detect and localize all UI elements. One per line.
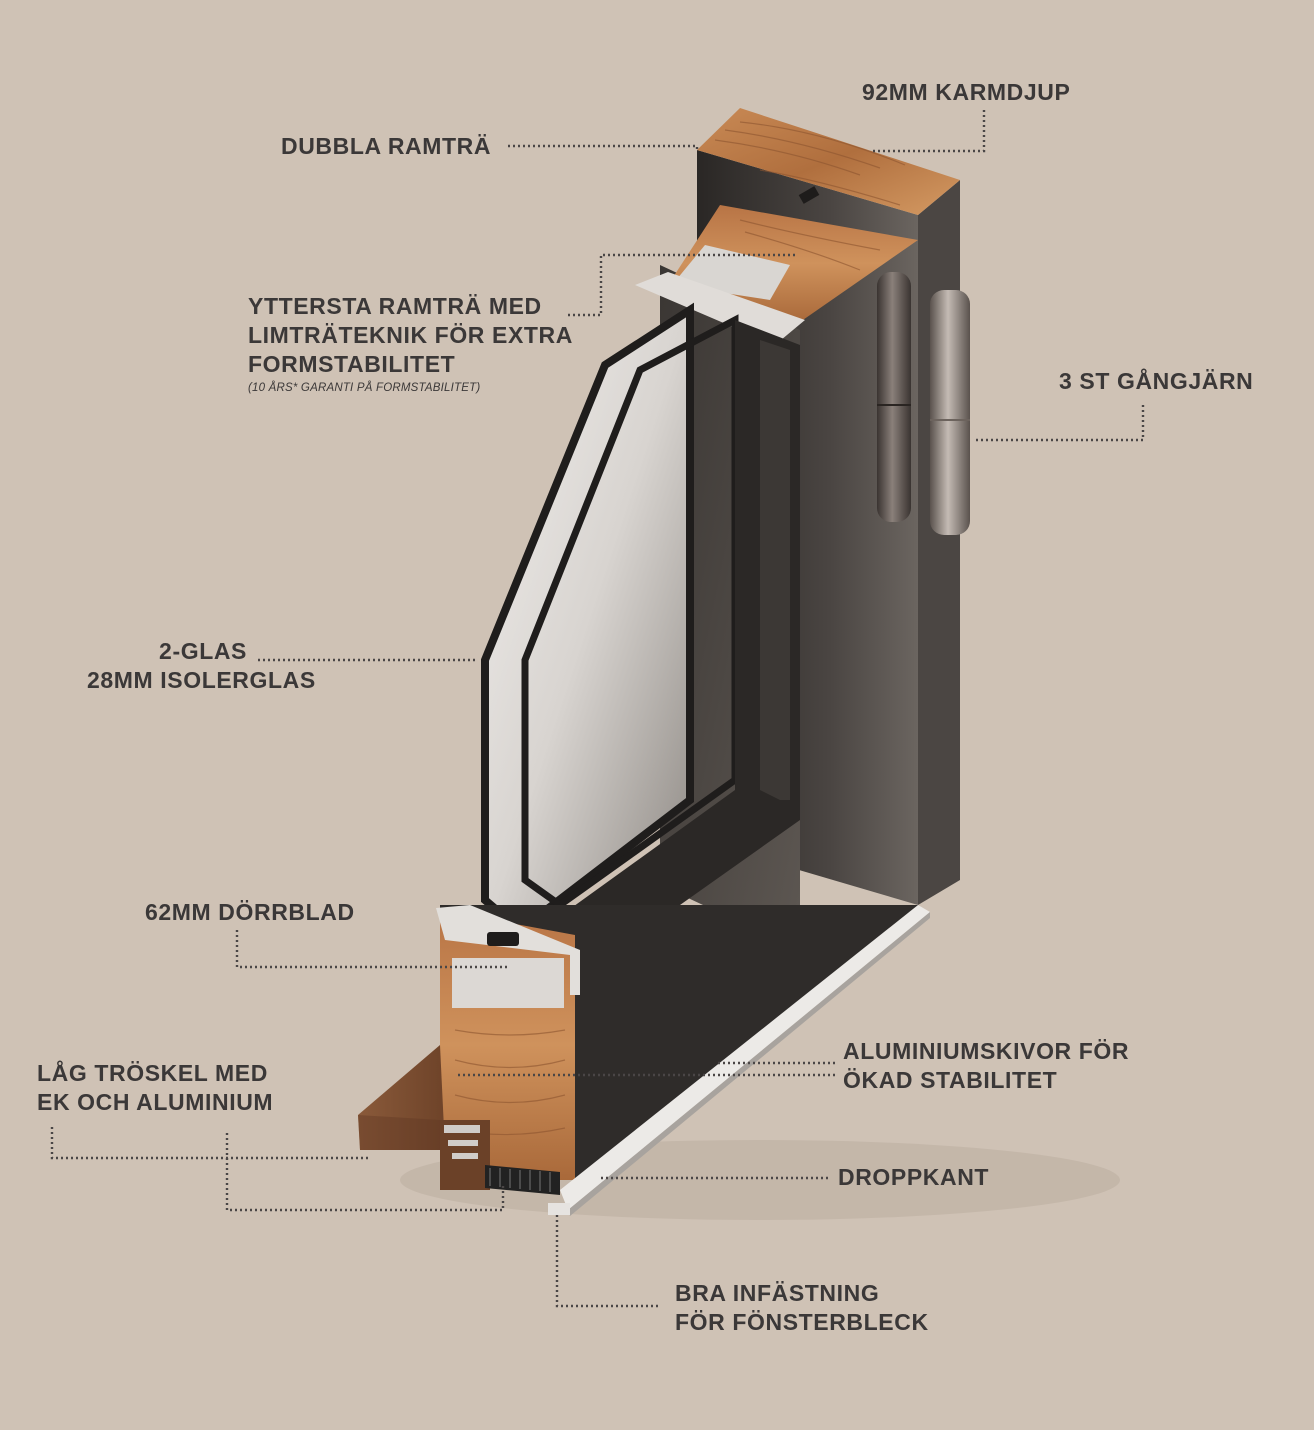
label-glas: 2-GLAS xyxy=(87,637,247,666)
glass-frame-inner xyxy=(520,320,800,990)
flashing-attachment xyxy=(548,1203,570,1215)
label-aluminiumskivor-line-1: ALUMINIUMSKIVOR FÖR xyxy=(843,1038,1130,1064)
glass-frame-bevel xyxy=(760,340,790,800)
glass-seal-bottom xyxy=(487,932,519,946)
label-garanti-note: (10 ÅRS* GARANTI PÅ FORMSTABILITET) xyxy=(248,382,481,394)
frame-side-face xyxy=(918,180,960,905)
label-troskel: LÅG TRÖSKEL MED EK OCH ALUMINIUM xyxy=(37,1059,273,1117)
label-troskel-line-1: LÅG TRÖSKEL MED xyxy=(37,1060,268,1086)
sash-insulation-bottom xyxy=(452,958,564,1008)
aluminium-cap-top xyxy=(635,272,805,345)
label-gangjarn: 3 ST GÅNGJÄRN xyxy=(1059,368,1254,394)
leader-lines xyxy=(50,110,1145,1308)
frame-seal xyxy=(798,186,820,204)
label-dubbla-ramtra: DUBBLA RAMTRÄ xyxy=(281,133,492,159)
label-glas-line-1: 2-GLAS xyxy=(159,638,247,664)
label-yttersta-line-3: FORMSTABILITET xyxy=(248,351,456,377)
label-aluminiumskivor-line-2: ÖKAD STABILITET xyxy=(843,1067,1058,1093)
label-yttersta-ramtra: YTTERSTA RAMTRÄ MED LIMTRÄTEKNIK FÖR EXT… xyxy=(248,292,573,379)
label-glas-line-2: 28MM ISOLERGLAS xyxy=(87,667,316,693)
label-isolerglas: 28MM ISOLERGLAS xyxy=(87,666,316,695)
label-troskel-line-2: EK OCH ALUMINIUM xyxy=(37,1089,274,1115)
label-yttersta-line-1: YTTERSTA RAMTRÄ MED xyxy=(248,293,542,319)
threshold-aluminium-profile xyxy=(444,1125,480,1159)
label-infastning-line-1: BRA INFÄSTNING xyxy=(675,1280,880,1306)
drip-brush-lines xyxy=(489,1168,551,1192)
label-dorrblad: 62MM DÖRRBLAD xyxy=(145,899,355,925)
threshold-oak xyxy=(358,1045,445,1150)
wood-grain-sash xyxy=(739,219,881,271)
frame-wood-top xyxy=(697,108,960,215)
label-karmdjup: 92MM KARMDJUP xyxy=(862,79,1071,105)
wood-grain-top xyxy=(714,121,906,206)
label-aluminiumskivor: ALUMINIUMSKIVOR FÖR ÖKAD STABILITET xyxy=(843,1037,1129,1095)
hinge-icon xyxy=(877,272,970,535)
label-yttersta-line-2: LIMTRÄTEKNIK FÖR EXTRA xyxy=(248,322,573,348)
label-droppkant: DROPPKANT xyxy=(838,1164,990,1190)
threshold-oak-shade xyxy=(358,1115,445,1150)
label-infastning-line-2: FÖR FÖNSTERBLECK xyxy=(675,1309,929,1335)
label-infastning: BRA INFÄSTNING FÖR FÖNSTERBLECK xyxy=(675,1279,929,1337)
aluminium-cap-bottom xyxy=(436,905,580,995)
aluminium-strip xyxy=(560,905,930,1210)
